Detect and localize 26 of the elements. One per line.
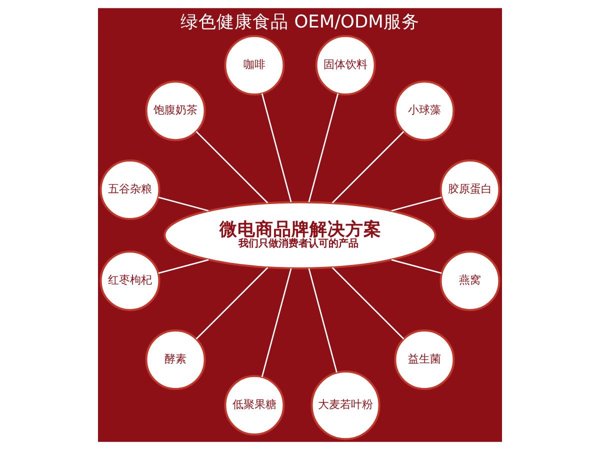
connector (158, 196, 209, 212)
connector (332, 267, 404, 340)
node-circle: 燕窝 (440, 250, 500, 312)
connector (308, 268, 338, 373)
node-circle: 低聚果糖 (224, 374, 285, 436)
node-circle: 小球藻 (394, 80, 455, 142)
connector (308, 93, 339, 202)
connector (196, 267, 268, 340)
node-circle: 饱腹奶茶 (145, 80, 206, 142)
node-circle: 大麦若叶粉 (310, 370, 380, 440)
node-circle: 五谷杂粮 (100, 159, 160, 220)
connector (158, 259, 209, 274)
connector (261, 93, 292, 202)
connector (391, 259, 442, 274)
node-circle: 益生菌 (394, 329, 455, 390)
connector (261, 268, 292, 378)
node-circle: 酵素 (145, 329, 206, 390)
connector (332, 131, 404, 204)
connector (391, 196, 442, 212)
diagram-title: 绿色健康食品 OEM/ODM服务 (180, 12, 420, 33)
node-circle: 胶原蛋白 (440, 159, 500, 220)
node-circle: 固体饮料 (315, 34, 376, 96)
node-ellipse: 微电商品牌解决方案 我们只做消费者认可的产品 (164, 201, 436, 270)
node-circle: 红枣枸杞 (100, 250, 160, 312)
connector (196, 131, 268, 204)
node-circle: 咖啡 (224, 34, 285, 96)
